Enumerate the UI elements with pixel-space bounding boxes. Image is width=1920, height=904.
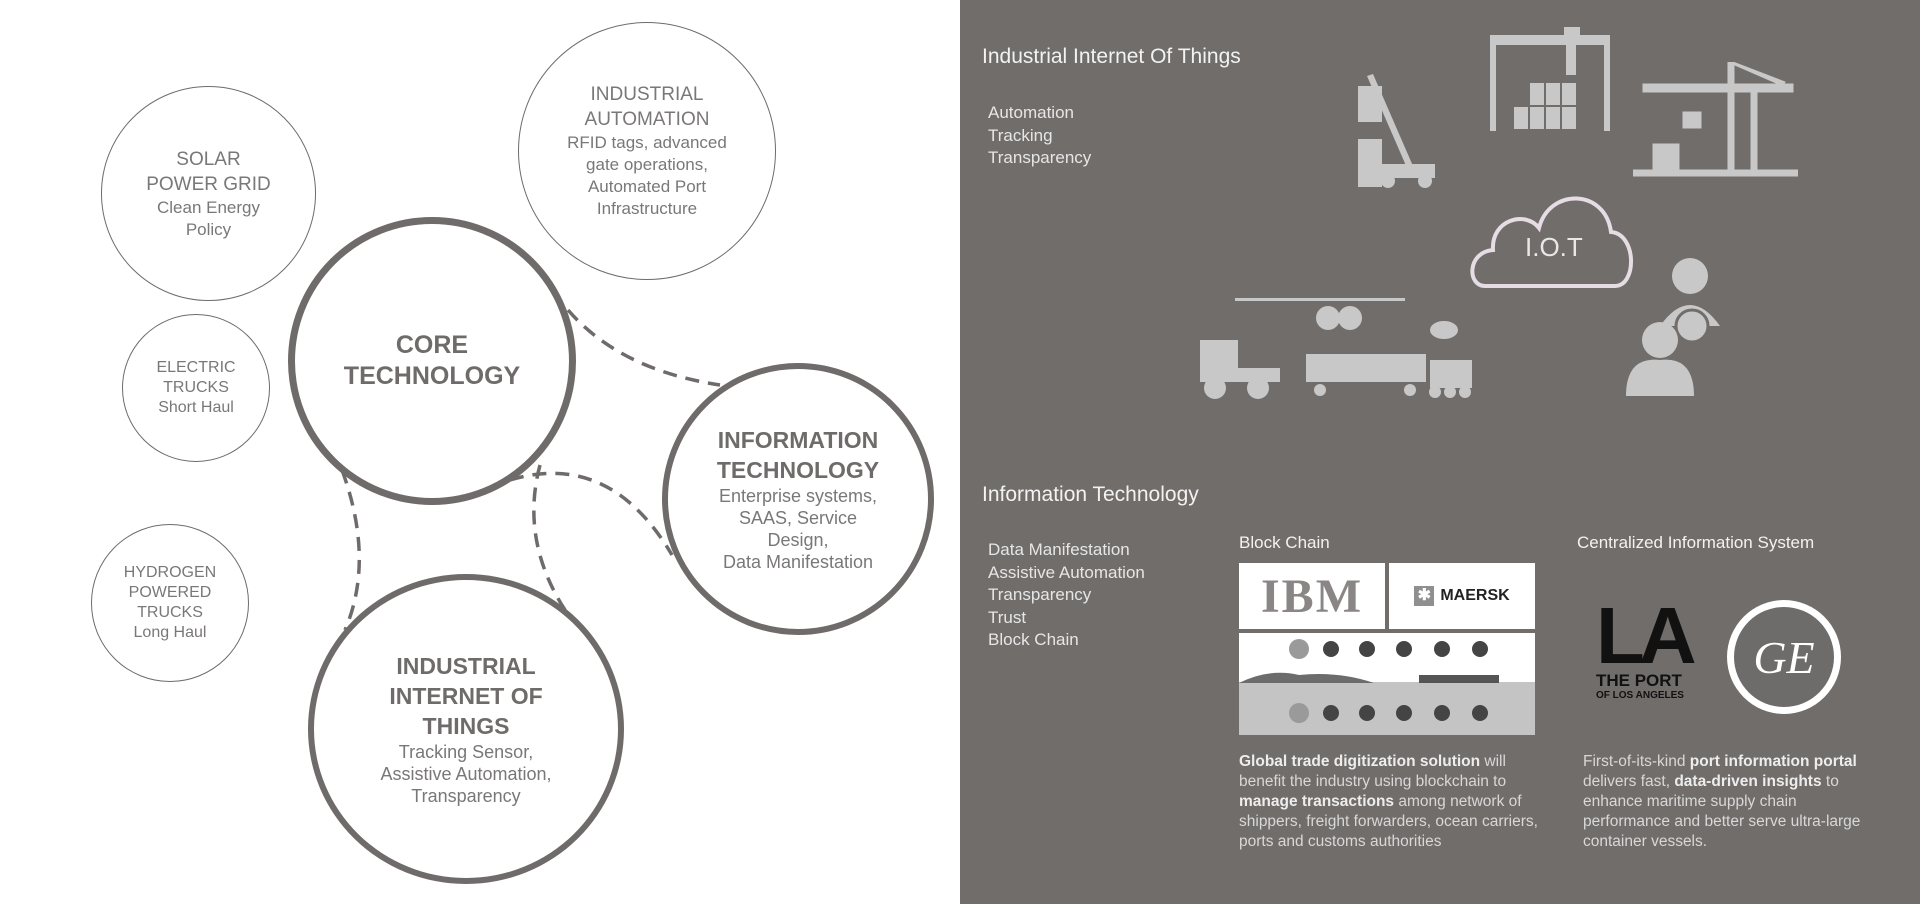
information-technology-node: INFORMATION TECHNOLOGY Enterprise system…	[662, 363, 934, 635]
node-subtitle: Short Haul	[158, 399, 234, 416]
core-technology-node: CORE TECHNOLOGY	[288, 217, 576, 505]
truck-train-icons	[1200, 298, 1472, 399]
dashed-connectors	[340, 308, 721, 631]
list-item: Transparency	[988, 585, 1092, 604]
blockchain-heading: Block Chain	[1239, 533, 1330, 552]
node-subtitle: Tracking Sensor,	[398, 742, 534, 762]
blockchain-flow-graphic	[1239, 633, 1535, 735]
list-item: Data Manifestation	[988, 540, 1130, 559]
maersk-logo: ✱ MAERSK	[1389, 563, 1535, 629]
node-title: TRUCKS	[137, 604, 203, 621]
gantry-crane-icon	[1490, 27, 1610, 131]
list-item: Assistive Automation	[988, 562, 1145, 582]
node-title: INDUSTRIAL	[396, 653, 536, 679]
reach-stacker-icon	[1358, 74, 1435, 188]
list-item: Transparency	[988, 148, 1092, 167]
node-subtitle: Assistive Automation,	[380, 764, 552, 784]
industrial-automation-node: INDUSTRIAL AUTOMATION RFID tags, advance…	[518, 22, 776, 280]
node-title: ELECTRIC	[156, 359, 236, 376]
node-title: SOLAR	[176, 148, 241, 170]
list-item: Automation	[988, 103, 1074, 122]
node-subtitle: Clean Energy	[156, 197, 260, 217]
maersk-star-icon: ✱	[1414, 586, 1435, 606]
ship-to-shore-crane-icon	[1633, 62, 1798, 177]
node-title: THINGS	[422, 713, 510, 739]
node-title: INFORMATION	[717, 427, 879, 453]
node-title: INDUSTRIAL	[590, 84, 704, 105]
list-item: Trust	[988, 607, 1027, 627]
node-subtitle: SAAS, Service	[738, 508, 858, 528]
node-title: CORE	[395, 331, 469, 359]
iiot-list: Automation Tracking Transparency	[988, 102, 1091, 170]
node-subtitle: gate operations,	[586, 155, 708, 174]
hydrogen-trucks-node: HYDROGEN POWERED TRUCKS Long Haul	[91, 524, 249, 682]
node-title: HYDROGEN	[123, 564, 217, 581]
node-subtitle: Data Manifestation	[722, 552, 874, 572]
cloud-icon	[1470, 196, 1633, 288]
node-subtitle: Infrastructure	[596, 199, 698, 218]
node-subtitle: Policy	[185, 219, 232, 239]
node-title: TRUCKS	[163, 379, 229, 396]
port-of-la-logo: LA THE PORT OF LOS ANGELES	[1596, 591, 1697, 702]
node-title: POWER GRID	[146, 173, 271, 195]
list-item: Tracking	[988, 125, 1053, 145]
node-title: POWERED	[128, 584, 212, 601]
node-subtitle: Automated Port	[587, 177, 707, 196]
node-title: TECHNOLOGY	[716, 457, 880, 483]
node-title: AUTOMATION	[584, 109, 710, 130]
ge-logo: GE	[1727, 600, 1841, 714]
blockchain-description: Global trade digitization solution will …	[1239, 753, 1538, 850]
node-title: TECHNOLOGY	[343, 362, 521, 390]
it-heading: Information Technology	[982, 483, 1199, 506]
node-subtitle: Transparency	[411, 786, 521, 806]
node-subtitle: Enterprise systems,	[718, 486, 878, 506]
it-list: Data Manifestation Assistive Automation …	[988, 539, 1145, 652]
centralized-heading: Centralized Information System	[1577, 533, 1815, 552]
iiot-node: INDUSTRIAL INTERNET OF THINGS Tracking S…	[308, 574, 624, 884]
flow-icons	[1239, 639, 1499, 723]
iot-label: I.O.T	[1525, 232, 1583, 262]
centralized-description: First-of-its-kind port information porta…	[1583, 753, 1861, 850]
core-technology-diagram: SOLAR POWER GRID Clean Energy Policy IND…	[91, 22, 934, 884]
worker-driver-icons	[1626, 258, 1720, 396]
node-subtitle: RFID tags, advanced	[567, 133, 727, 152]
solar-power-grid-node: SOLAR POWER GRID Clean Energy Policy	[101, 86, 316, 301]
iiot-heading: Industrial Internet Of Things	[982, 45, 1241, 68]
list-item: Block Chain	[988, 630, 1079, 649]
details-panel: Industrial Internet Of Things Automation…	[960, 0, 1920, 904]
node-subtitle: Long Haul	[133, 624, 207, 641]
node-title: INTERNET OF	[389, 683, 543, 709]
electric-trucks-node: ELECTRIC TRUCKS Short Haul	[122, 314, 270, 462]
ibm-logo: IBM	[1239, 563, 1385, 629]
node-subtitle: Design,	[767, 530, 829, 550]
